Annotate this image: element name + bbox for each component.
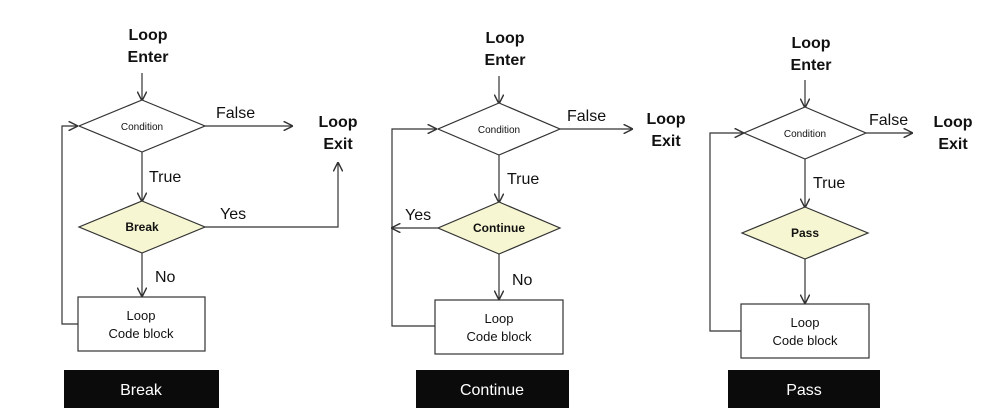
code-block-line2: Code block [108,326,174,341]
continue-decision-label: Continue [473,221,525,235]
loop-back-arrow [709,133,743,332]
condition-label: Condition [478,125,520,136]
loop-exit-label-line1: Loop [933,114,972,131]
true-label: True [149,169,181,186]
code-block-box [434,299,564,355]
loop-back-arrow [391,129,436,327]
pass-caption-bar [728,370,880,408]
loop-enter-label-line2: Enter [791,57,832,74]
break-decision-label: Break [125,220,159,234]
loop-exit-label-line2: Exit [651,133,681,150]
condition-label: Condition [784,129,826,140]
loop-enter-label-line1: Loop [791,35,830,52]
loop-back-arrow [61,126,78,325]
break-caption-bar [64,370,219,408]
no-label: No [155,269,176,286]
yes-label: Yes [405,207,431,224]
yes-label: Yes [220,206,246,223]
break-caption: Break [120,382,163,399]
condition-label: Condition [121,122,163,133]
code-block-box [77,296,206,352]
loop-enter-label-line2: Enter [128,49,169,66]
pass-flowchart: Loop Enter Condition False Loop Exit Tru… [709,35,973,408]
pass-decision-label: Pass [791,226,819,240]
loop-exit-label-line1: Loop [318,114,357,131]
loop-exit-label-line2: Exit [323,136,353,153]
loop-enter-label-line1: Loop [128,27,167,44]
break-flowchart: Loop Enter Condition False Loop Exit Tru… [61,27,358,408]
false-label: False [567,108,606,125]
code-block-box [740,303,870,359]
continue-caption: Continue [460,382,524,399]
loop-enter-label-line1: Loop [485,30,524,47]
yes-exit-arrow [205,163,338,228]
continue-flowchart: Loop Enter Condition False Loop Exit Tru… [392,30,686,408]
loop-enter-label-line2: Enter [485,52,526,69]
code-block-line1: Loop [127,308,156,323]
false-label: False [869,112,908,129]
true-label: True [507,171,539,188]
code-block-line1: Loop [791,315,820,330]
true-label: True [813,175,845,192]
false-label: False [216,105,255,122]
pass-caption: Pass [786,382,822,399]
code-block-line2: Code block [466,329,532,344]
code-block-line1: Loop [485,311,514,326]
loop-exit-label-line1: Loop [646,111,685,128]
continue-caption-bar [416,370,569,408]
no-label: No [512,272,533,289]
code-block-line2: Code block [772,333,838,348]
loop-exit-label-line2: Exit [938,136,968,153]
